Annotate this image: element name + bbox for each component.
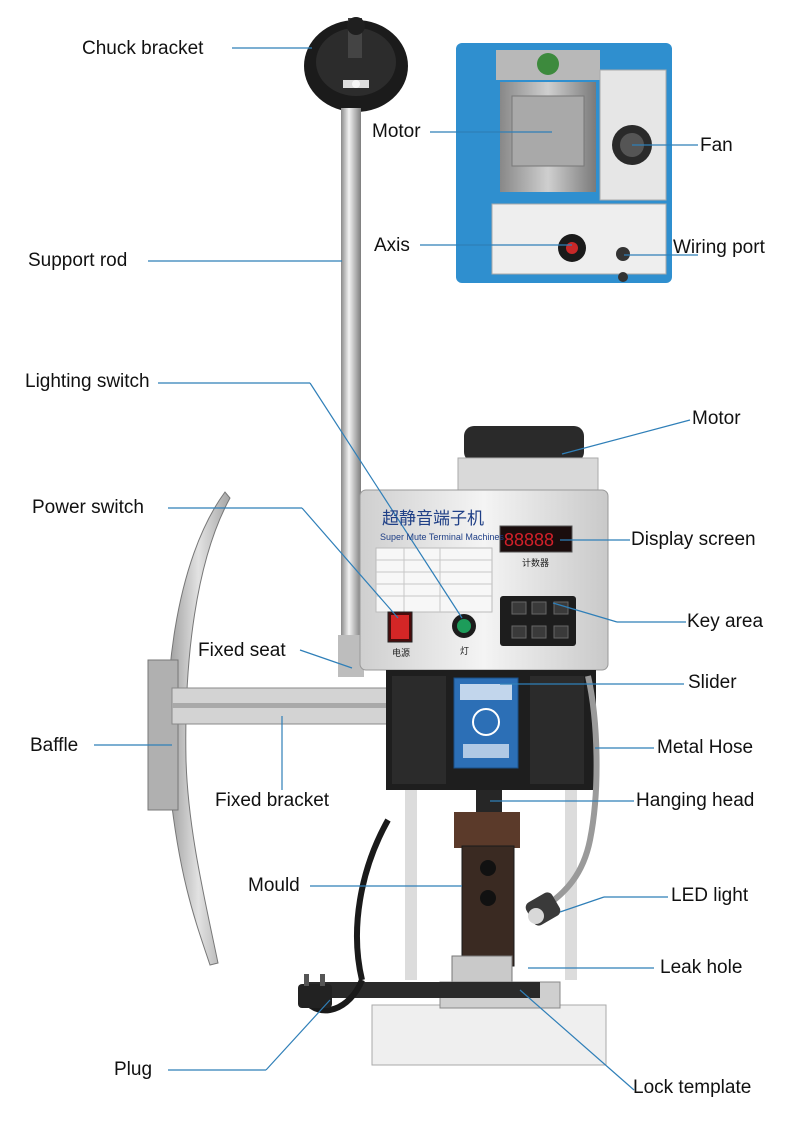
label-leak-hole: Leak hole — [660, 957, 743, 978]
metal-hose — [546, 675, 600, 908]
label-plug: Plug — [114, 1059, 153, 1080]
label-fixed-seat: Fixed seat — [198, 640, 286, 661]
lighting-switch — [452, 614, 476, 638]
leader-lock-template — [519, 989, 635, 1091]
light-label: 灯 — [460, 646, 469, 656]
slider — [453, 677, 519, 769]
label-hanging-head: Hanging head — [636, 790, 755, 811]
label-led-light: LED light — [671, 885, 749, 906]
motor-main — [457, 426, 599, 493]
leader-lines — [94, 47, 698, 1091]
label-lock-template: Lock template — [633, 1077, 752, 1098]
counter-label: 计数器 — [522, 557, 549, 568]
label-axis: Axis — [374, 235, 410, 256]
panel-text: 超静音端子机 Super Mute Terminal Machines 8888… — [380, 509, 554, 658]
label-mould: Mould — [248, 875, 300, 896]
mould — [451, 812, 520, 987]
label-motor-inset: Motor — [372, 121, 421, 142]
leader-plug-diag — [265, 999, 331, 1071]
label-slider: Slider — [688, 672, 737, 693]
label-key-area: Key area — [687, 611, 764, 632]
leader-led-light — [559, 896, 605, 913]
label-fan: Fan — [700, 135, 733, 156]
leader-fixed-seat — [299, 649, 353, 669]
leader-motor-main — [561, 419, 691, 455]
inset-photo — [456, 43, 672, 283]
plug — [298, 818, 391, 1014]
label-metal-hose: Metal Hose — [657, 737, 754, 758]
lock-template — [308, 982, 540, 998]
label-motor-main: Motor — [692, 408, 741, 429]
panel-title-en: Super Mute Terminal Machines — [380, 532, 504, 542]
display-screen — [499, 525, 573, 553]
label-fixed-bracket: Fixed bracket — [215, 790, 330, 811]
label-support-rod: Support rod — [28, 250, 128, 271]
power-switch — [387, 611, 413, 643]
label-power-switch: Power switch — [32, 497, 144, 518]
label-display-screen: Display screen — [631, 529, 756, 550]
label-lighting-switch: Lighting switch — [25, 371, 150, 392]
label-baffle: Baffle — [30, 735, 79, 756]
key-area — [500, 596, 576, 646]
baffle — [147, 491, 231, 966]
panel-title-cn: 超静音端子机 — [382, 509, 484, 528]
chuck-bracket — [304, 17, 408, 112]
label-wiring-port: Wiring port — [673, 237, 765, 258]
power-label: 电源 — [392, 647, 410, 658]
led-light — [525, 892, 561, 926]
leader-key-area — [552, 602, 618, 623]
display-value: 88888 — [504, 530, 554, 550]
fixed-bracket — [171, 687, 395, 725]
label-chuck-bracket: Chuck bracket — [82, 38, 204, 59]
leader-lighting-switch-diag — [309, 382, 463, 619]
leader-power-switch-diag — [301, 507, 399, 619]
